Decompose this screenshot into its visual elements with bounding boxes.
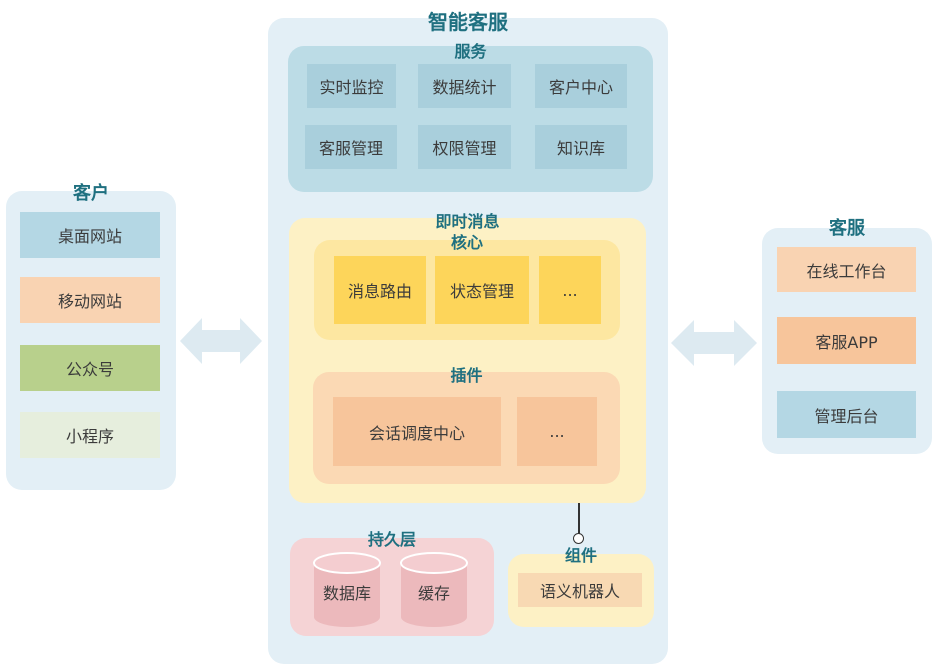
plugins-title: 插件	[450, 366, 483, 385]
cylinder-database: 数据库	[313, 552, 381, 628]
core-item-more: ...	[539, 256, 601, 324]
customer-item-desktop-site: 桌面网站	[20, 212, 160, 258]
plugin-item-more: ...	[517, 397, 597, 466]
im-title: 即时消息	[435, 212, 500, 231]
service-item-permission-management: 权限管理	[418, 125, 511, 169]
right-double-arrow	[671, 320, 757, 366]
plugins-panel: 插件 会话调度中心 ...	[313, 366, 620, 484]
customer-item-official-account: 公众号	[20, 345, 160, 391]
customer-panel: 客户 桌面网站 移动网站 公众号 小程序	[6, 183, 176, 490]
persistence-panel: 持久层 数据库 缓存	[290, 530, 494, 636]
database-icon	[313, 552, 381, 627]
customer-title: 客户	[73, 183, 109, 204]
component-item-semantic-robot: 语义机器人	[518, 573, 642, 607]
cache-label: 缓存	[417, 584, 450, 603]
agent-title: 客服	[829, 218, 865, 239]
components-panel: 组件 语义机器人	[508, 546, 654, 627]
core-item-state-management: 状态管理	[435, 256, 529, 324]
service-item-data-statistics: 数据统计	[418, 64, 511, 108]
customer-item-mini-program: 小程序	[20, 412, 160, 458]
plugin-item-session-dispatch-center: 会话调度中心	[333, 397, 501, 466]
services-title: 服务	[454, 42, 487, 61]
service-item-customer-center: 客户中心	[535, 64, 627, 108]
components-title: 组件	[564, 546, 597, 565]
connector-line	[578, 503, 580, 536]
services-panel: 服务 实时监控 数据统计 客户中心 客服管理 权限管理 知识库	[288, 42, 653, 192]
persistence-title: 持久层	[367, 530, 416, 549]
cylinder-cache: 缓存	[400, 552, 468, 628]
service-item-realtime-monitor: 实时监控	[307, 64, 396, 108]
connector-dot	[573, 533, 584, 544]
service-item-agent-management: 客服管理	[305, 125, 397, 169]
agent-panel: 客服 在线工作台 客服APP 管理后台	[762, 218, 932, 454]
smart-service-title: 智能客服	[428, 10, 508, 34]
service-item-knowledge-base: 知识库	[535, 125, 627, 169]
core-title: 核心	[450, 233, 483, 252]
database-label: 数据库	[322, 584, 371, 603]
cache-icon	[400, 552, 468, 627]
core-item-message-routing: 消息路由	[334, 256, 426, 324]
customer-item-mobile-site: 移动网站	[20, 277, 160, 323]
agent-item-agent-app: 客服APP	[777, 317, 916, 364]
core-panel: 核心 消息路由 状态管理 ...	[314, 233, 620, 340]
left-double-arrow	[180, 318, 262, 364]
agent-item-online-workbench: 在线工作台	[777, 247, 916, 292]
agent-item-admin-backend: 管理后台	[777, 391, 916, 438]
